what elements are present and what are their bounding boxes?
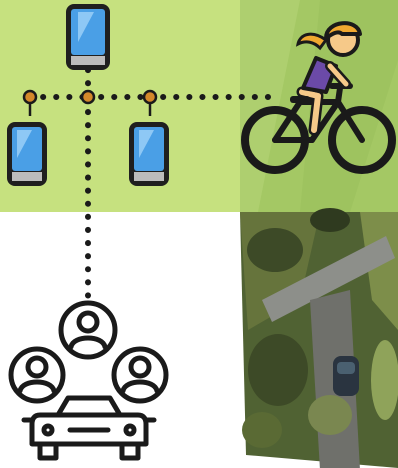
person-icon [114, 349, 166, 401]
smartphone-icon [129, 122, 169, 186]
smartphone-icon [66, 4, 110, 70]
car-icon [24, 398, 154, 458]
person-icon [11, 349, 63, 401]
connected-car-group [11, 303, 166, 458]
bottom-right-aerial-photo [240, 208, 398, 468]
person-icon [61, 303, 115, 357]
smartphone-icon [7, 122, 47, 186]
node-center [82, 91, 94, 103]
